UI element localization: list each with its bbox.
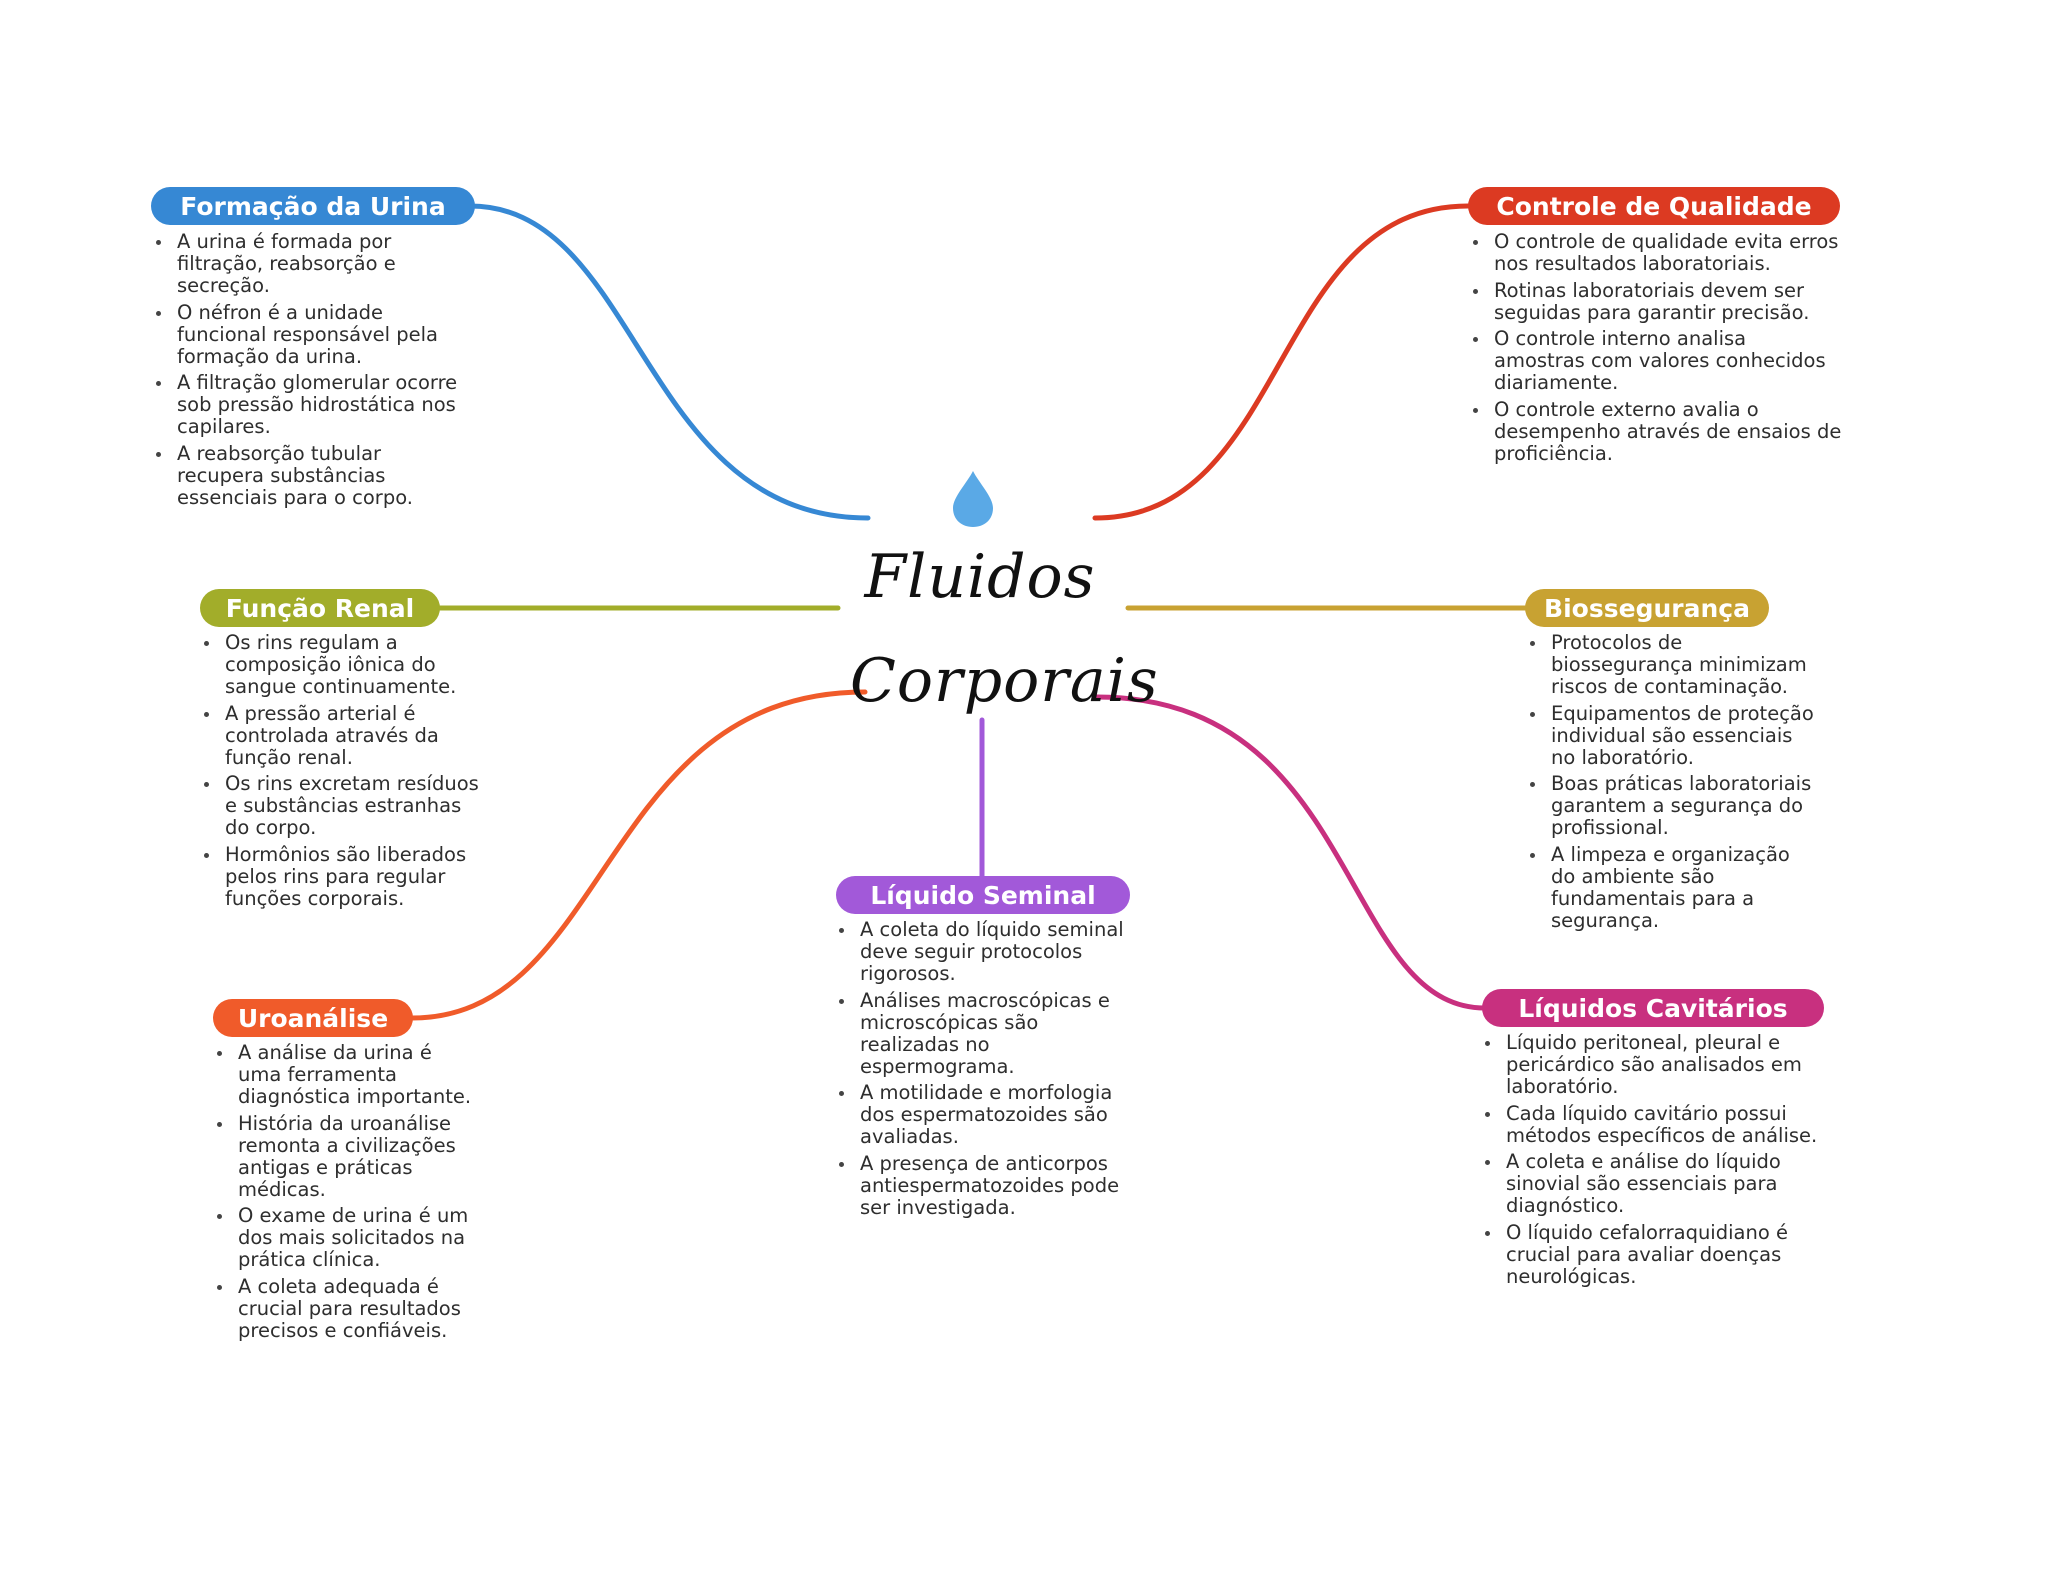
branch-liquidos-cavitarios-list: Líquido peritoneal, pleural e pericárdic…	[1482, 1032, 1828, 1292]
branch-liquido-seminal-list: A coleta do líquido seminal deve seguir …	[836, 919, 1136, 1223]
list-item: Hormônios são liberados pelos rins para …	[201, 843, 491, 910]
list-item: O líquido cefalorraquidiano é crucial pa…	[1482, 1221, 1828, 1288]
branch-uroanalise-title[interactable]: Uroanálise	[213, 999, 413, 1037]
list-item: Os rins regulam a composição iônica do s…	[201, 632, 491, 698]
list-item: A filtração glomerular ocorre sob pressã…	[153, 372, 473, 438]
list-item: O exame de urina é um dos mais solicitad…	[214, 1205, 476, 1271]
water-drop-icon	[953, 471, 993, 527]
branch-liquidos-cavitarios-title[interactable]: Líquidos Cavitários	[1482, 989, 1824, 1027]
list-item: Equipamentos de proteção individual são …	[1527, 702, 1817, 769]
list-item: Rotinas laboratoriais devem ser seguidas…	[1470, 279, 1842, 324]
branch-biosseguranca-list: Protocolos de biossegurança minimizam ri…	[1527, 632, 1817, 936]
list-item: A pressão arterial é controlada através …	[201, 702, 491, 769]
central-topic-line-2: Corporais	[850, 646, 1159, 716]
connector-formacao	[467, 203, 871, 521]
branch-controle-de-qualidade-list: O controle de qualidade evita erros nos …	[1470, 231, 1842, 469]
branch-controle-de-qualidade-title[interactable]: Controle de Qualidade	[1468, 187, 1840, 225]
list-item: A reabsorção tubular recupera substância…	[153, 442, 473, 509]
list-item: A análise da urina é uma ferramenta diag…	[214, 1042, 476, 1108]
list-item: A motilidade e morfologia dos espermatoz…	[836, 1082, 1136, 1148]
branch-formacao-da-urina-list: A urina é formada por filtração, reabsor…	[153, 231, 473, 513]
list-item: A presença de anticorpos antiespermatozo…	[836, 1152, 1136, 1219]
list-item: Os rins excretam resíduos e substâncias …	[201, 773, 491, 839]
list-item: Boas práticas laboratoriais garantem a s…	[1527, 773, 1817, 839]
list-item: A limpeza e organização do ambiente são …	[1527, 843, 1817, 932]
connector-uro	[409, 689, 868, 1021]
branch-funcao-renal-list: Os rins regulam a composição iônica do s…	[201, 632, 491, 914]
list-item: O controle externo avalia o desempenho a…	[1470, 398, 1842, 465]
connector-cavitarios	[1094, 694, 1488, 1011]
central-topic-line-1: Fluidos	[864, 542, 1096, 612]
list-item: História da uroanálise remonta a civiliz…	[214, 1112, 476, 1201]
list-item: Protocolos de biossegurança minimizam ri…	[1527, 632, 1817, 698]
branch-funcao-renal-title[interactable]: Função Renal	[200, 589, 440, 627]
list-item: A coleta do líquido seminal deve seguir …	[836, 919, 1136, 985]
list-item: A coleta e análise do líquido sinovial s…	[1482, 1151, 1828, 1217]
list-item: Líquido peritoneal, pleural e pericárdic…	[1482, 1032, 1828, 1098]
list-item: A urina é formada por filtração, reabsor…	[153, 231, 473, 297]
connector-controle	[1092, 203, 1471, 521]
list-item: O controle interno analisa amostras com …	[1470, 328, 1842, 394]
central-topic: Fluidos Corporais	[850, 525, 1159, 733]
branch-formacao-da-urina-title[interactable]: Formação da Urina	[151, 187, 475, 225]
list-item: O néfron é a unidade funcional responsáv…	[153, 301, 473, 368]
list-item: A coleta adequada é crucial para resulta…	[214, 1275, 476, 1342]
list-item: O controle de qualidade evita erros nos …	[1470, 231, 1842, 275]
branch-uroanalise-list: A análise da urina é uma ferramenta diag…	[214, 1042, 476, 1346]
list-item: Análises macroscópicas e microscópicas s…	[836, 989, 1136, 1078]
list-item: Cada líquido cavitário possui métodos es…	[1482, 1102, 1828, 1147]
branch-liquido-seminal-title[interactable]: Líquido Seminal	[836, 876, 1130, 914]
branch-biosseguranca-title[interactable]: Biossegurança	[1525, 589, 1769, 627]
